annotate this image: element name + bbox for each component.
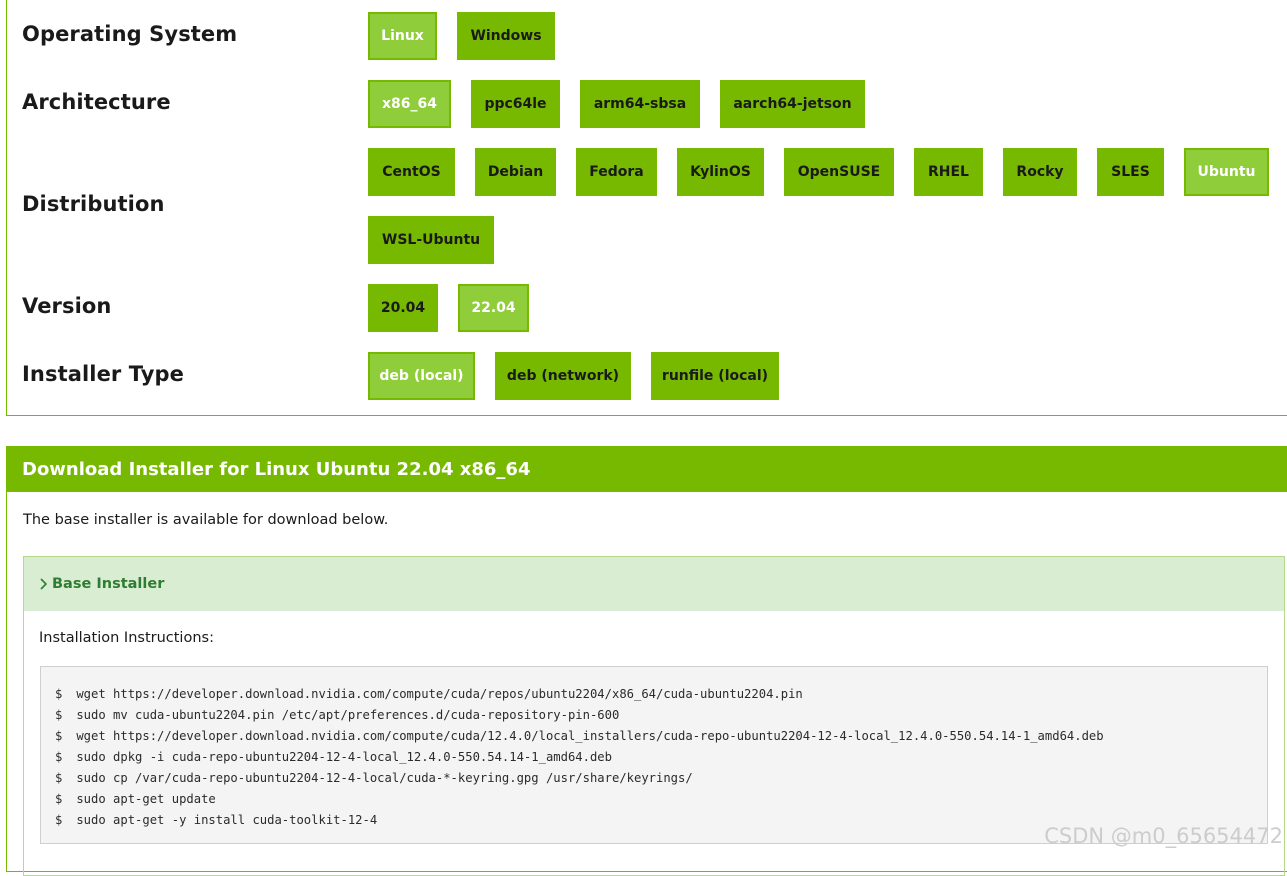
command-line: $sudo apt-get update [55,792,216,806]
command-line: $sudo dpkg -i cuda-repo-ubuntu2204-12-4-… [55,750,612,764]
dist-option-wsl-ubuntu[interactable]: WSL-Ubuntu [368,216,494,264]
platform-selector [6,0,1287,416]
dist-option-debian[interactable]: Debian [475,148,556,196]
chevron-right-icon [38,577,50,591]
installer-option-deb-network[interactable]: deb (network) [495,352,631,400]
arch-option-aarch64-jetson[interactable]: aarch64-jetson [720,80,865,128]
installer-option-runfile-local[interactable]: runfile (local) [651,352,779,400]
arch-option-arm64-sbsa[interactable]: arm64-sbsa [580,80,700,128]
download-header: Download Installer for Linux Ubuntu 22.0… [6,446,1287,492]
version-option-22-04[interactable]: 22.04 [458,284,529,332]
dist-option-rhel[interactable]: RHEL [914,148,983,196]
install-commands-block[interactable]: $wget https://developer.download.nvidia.… [40,666,1268,844]
dist-label: Distribution [22,192,165,216]
base-installer-toggle[interactable]: Base Installer [24,557,1284,611]
arch-option-x86_64[interactable]: x86_64 [368,80,451,128]
installer-option-deb-local[interactable]: deb (local) [368,352,475,400]
command-line: $sudo cp /var/cuda-repo-ubuntu2204-12-4-… [55,771,693,785]
command-line: $sudo apt-get -y install cuda-toolkit-12… [55,813,378,827]
dist-option-kylinos[interactable]: KylinOS [677,148,764,196]
installation-instructions-label: Installation Instructions: [39,630,214,646]
dist-option-sles[interactable]: SLES [1097,148,1164,196]
os-option-linux[interactable]: Linux [368,12,437,60]
dist-option-opensuse[interactable]: OpenSUSE [784,148,894,196]
dist-option-ubuntu[interactable]: Ubuntu [1184,148,1269,196]
version-option-20-04[interactable]: 20.04 [368,284,438,332]
watermark: CSDN @m0_65654472 [1044,824,1283,848]
arch-option-ppc64le[interactable]: ppc64le [471,80,560,128]
dist-option-fedora[interactable]: Fedora [576,148,657,196]
os-label: Operating System [22,22,238,46]
version-label: Version [22,294,112,318]
installer-type-label: Installer Type [22,362,184,386]
command-line: $sudo mv cuda-ubuntu2204.pin /etc/apt/pr… [55,708,620,722]
os-option-windows[interactable]: Windows [457,12,555,60]
dist-option-centos[interactable]: CentOS [368,148,455,196]
command-line: $wget https://developer.download.nvidia.… [55,729,1104,743]
dist-option-rocky[interactable]: Rocky [1003,148,1077,196]
base-installer-title: Base Installer [52,576,165,592]
command-line: $wget https://developer.download.nvidia.… [55,687,803,701]
download-description: The base installer is available for down… [23,512,389,528]
arch-label: Architecture [22,90,171,114]
